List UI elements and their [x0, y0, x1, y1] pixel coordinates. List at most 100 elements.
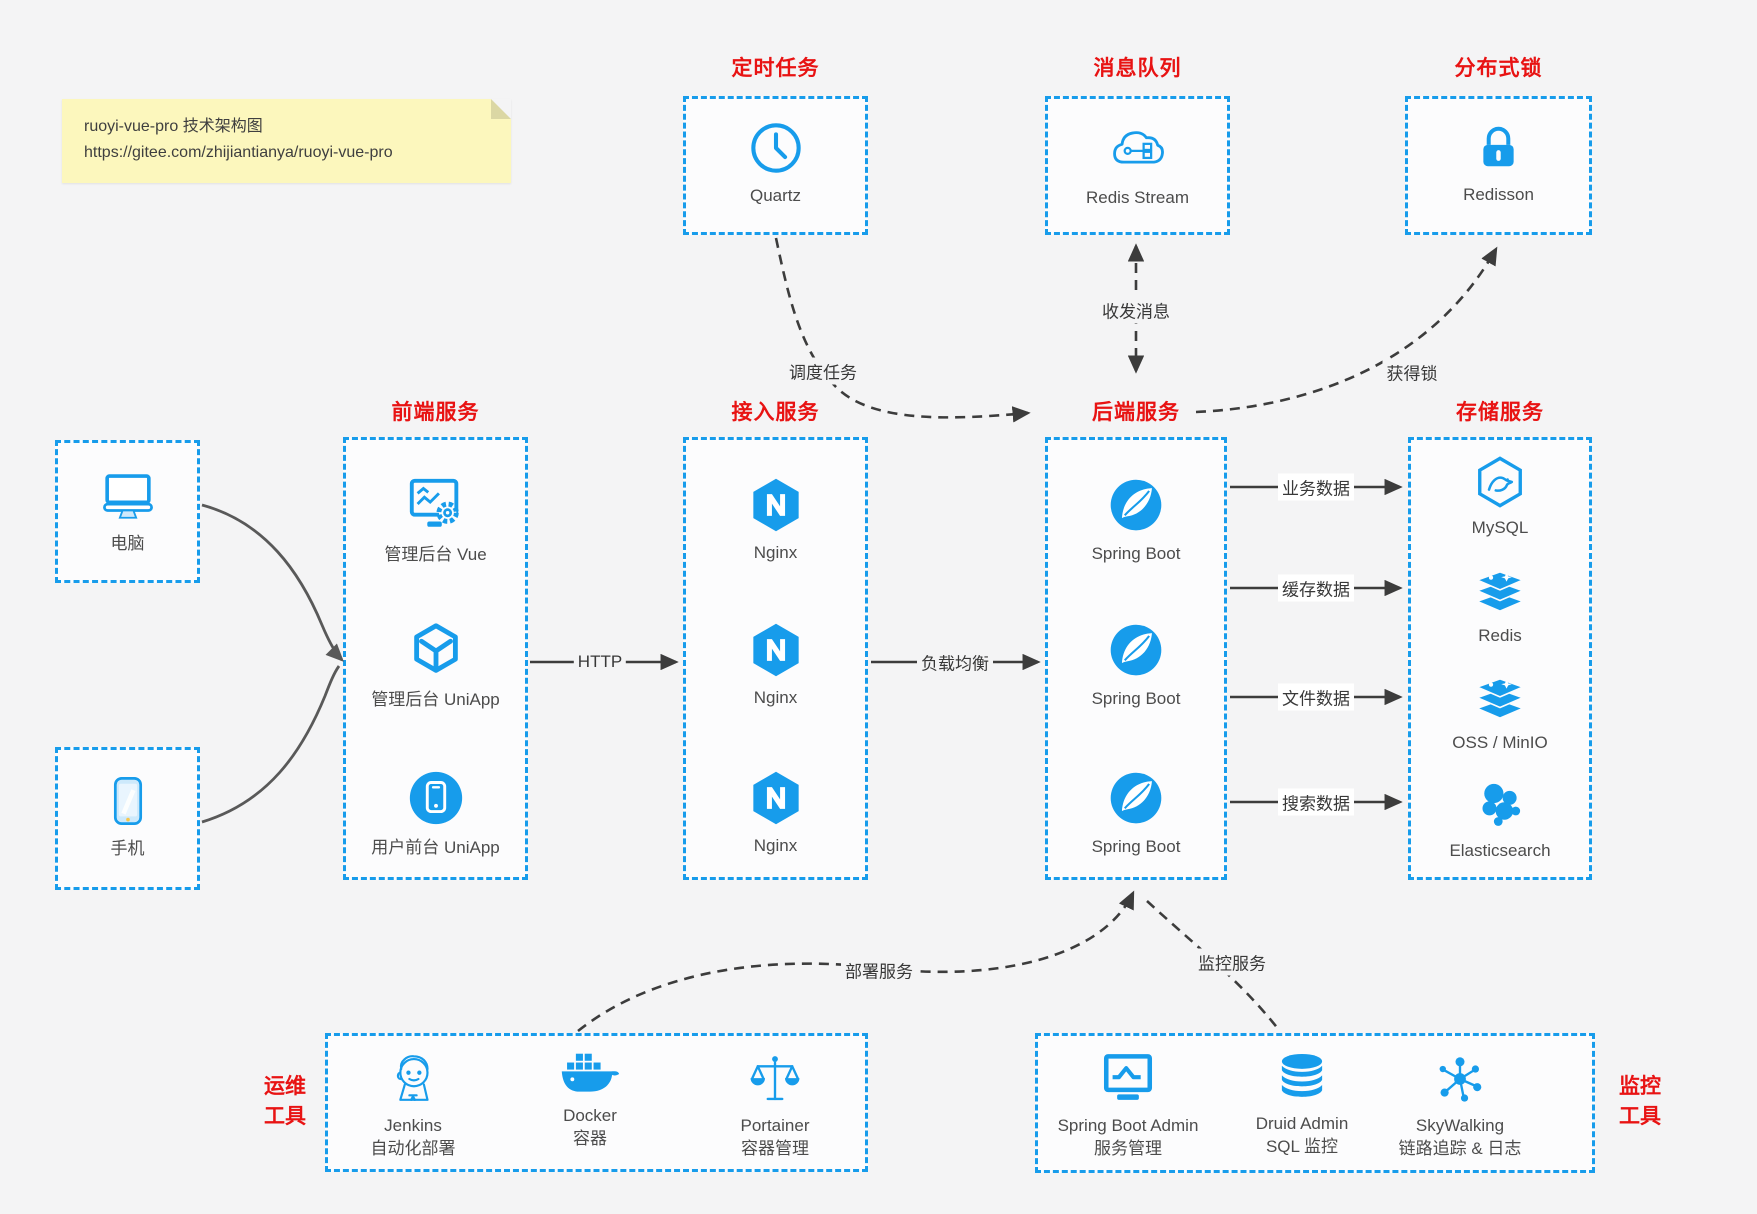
elasticsearch-cluster-icon [1472, 776, 1528, 832]
cluster-computer: 电脑 [55, 440, 200, 583]
node-label: Spring Boot [1091, 837, 1181, 856]
admin-dashboard-gear-icon [405, 474, 467, 536]
tool-name: Druid Admin [1255, 1114, 1349, 1133]
cluster-backend: Spring Boot Spring Boot Spring Boot [1045, 437, 1227, 880]
redis-stream-node: Redis Stream [1048, 119, 1227, 209]
node-label: 管理后台 UniApp [371, 690, 500, 709]
jenkins-node: Jenkins 自动化部署 [328, 1050, 498, 1160]
admin-vue-node: 管理后台 Vue [346, 474, 525, 566]
ops-title-line2: 工具 [264, 1105, 306, 1128]
docker-whale-icon [560, 1050, 620, 1098]
edge-label-schedule: 调度任务 [785, 357, 861, 385]
jenkins-icon [384, 1050, 442, 1108]
elasticsearch-node: Elasticsearch [1411, 776, 1589, 862]
node-label: Spring Boot Admin 服务管理 [1058, 1114, 1199, 1160]
nginx-node: Nginx [686, 621, 865, 709]
node-label: 手机 [110, 839, 145, 858]
spring-boot-icon [1106, 620, 1166, 680]
tool-name: SkyWalking [1415, 1116, 1505, 1135]
spring-boot-node: Spring Boot [1048, 768, 1224, 858]
clock-icon [747, 119, 805, 177]
tool-desc: 链路追踪 & 日志 [1398, 1139, 1522, 1158]
redisson-node: Redisson [1408, 119, 1589, 206]
portainer-node: Portainer 容器管理 [690, 1050, 860, 1160]
network-graph-icon [1431, 1050, 1489, 1108]
solid-flow-arrows [530, 478, 1403, 811]
edge-label-biz-data: 业务数据 [1278, 473, 1354, 501]
cluster-title-ops-tools: 运维 工具 [245, 1072, 325, 1132]
node-label: Druid Admin SQL 监控 [1256, 1112, 1349, 1158]
node-label: Portainer 容器管理 [741, 1114, 810, 1160]
edge-label-http: HTTP [573, 651, 627, 673]
skywalking-node: SkyWalking 链路追踪 & 日志 [1360, 1050, 1560, 1160]
database-cylinder-icon [1274, 1050, 1330, 1106]
object-storage-stack-icon [1473, 673, 1527, 724]
tool-desc: 容器 [572, 1129, 607, 1148]
node-label: Elasticsearch [1449, 841, 1551, 860]
spring-boot-icon [1106, 475, 1166, 535]
tool-desc: 自动化部署 [370, 1139, 456, 1158]
nginx-icon [747, 476, 805, 534]
cluster-title-monitor-tools: 监控 工具 [1600, 1072, 1680, 1132]
node-label: OSS / MinIO [1452, 733, 1548, 752]
tool-name: Portainer [740, 1116, 810, 1135]
node-label: Redisson [1463, 185, 1534, 204]
cluster-title-distributed-lock: 分布式锁 [1454, 57, 1543, 80]
cloud-stream-icon [1108, 119, 1168, 179]
cluster-scheduled-job: Quartz [683, 96, 868, 235]
lock-icon [1470, 119, 1527, 176]
quartz-node: Quartz [686, 119, 865, 207]
desktop-computer-icon [99, 467, 157, 525]
oss-minio-node: OSS / MinIO [1411, 673, 1589, 754]
edge-label-cache-data: 缓存数据 [1278, 574, 1354, 602]
monitor-chart-icon [1099, 1050, 1157, 1108]
edge-label-monitoring: 监控服务 [1194, 948, 1270, 976]
redis-node: Redis [1411, 566, 1589, 647]
edge-label-file-data: 文件数据 [1278, 683, 1354, 711]
node-label: Nginx [753, 543, 798, 562]
tool-name: Spring Boot Admin [1057, 1116, 1199, 1135]
mysql-node: MySQL [1411, 455, 1589, 539]
node-label: 电脑 [110, 534, 145, 553]
cluster-distributed-lock: Redisson [1405, 96, 1592, 235]
node-label: MySQL [1471, 518, 1529, 537]
tool-desc: SQL 监控 [1265, 1137, 1339, 1156]
node-label: Nginx [753, 836, 798, 855]
cluster-title-backend: 后端服务 [1092, 401, 1180, 424]
cluster-ops-tools: Jenkins 自动化部署 Docker 容器 [325, 1033, 868, 1172]
node-label: Docker 容器 [563, 1104, 617, 1150]
node-label: Spring Boot [1091, 544, 1181, 563]
tool-name: Docker [563, 1106, 617, 1125]
mysql-icon [1473, 455, 1527, 509]
edge-label-message: 收发消息 [1098, 296, 1174, 324]
nginx-icon [747, 769, 805, 827]
cluster-monitor-tools: Spring Boot Admin 服务管理 Druid Admin SQL 监… [1035, 1033, 1595, 1173]
druid-admin-node: Druid Admin SQL 监控 [1202, 1050, 1402, 1158]
node-label: Spring Boot [1091, 689, 1181, 708]
spring-boot-icon [1106, 768, 1166, 828]
edge-label-acquire-lock: 获得锁 [1382, 358, 1442, 386]
phone-node: 手机 [58, 772, 197, 860]
portainer-scales-icon [746, 1050, 804, 1108]
cluster-title-storage: 存储服务 [1456, 401, 1544, 424]
monitor-title-line1: 监控 [1619, 1075, 1661, 1098]
tool-desc: 服务管理 [1094, 1139, 1162, 1158]
spring-boot-node: Spring Boot [1048, 620, 1224, 710]
user-uniapp-node: 用户前台 UniApp [346, 767, 525, 859]
edge-label-load-balance: 负载均衡 [917, 648, 993, 676]
sticky-note: ruoyi-vue-pro 技术架构图 https://gitee.com/zh… [62, 99, 511, 183]
cluster-gateway: Nginx Nginx Nginx [683, 437, 868, 880]
edge-label-deploy: 部署服务 [841, 956, 917, 984]
cluster-title-frontend: 前端服务 [391, 401, 480, 424]
nginx-icon [747, 621, 805, 679]
cluster-title-gateway: 接入服务 [731, 401, 820, 424]
docker-node: Docker 容器 [505, 1050, 675, 1150]
node-label: Redis [1478, 626, 1522, 645]
node-label: 用户前台 UniApp [371, 838, 500, 857]
node-label: Redis Stream [1086, 188, 1189, 207]
tool-desc: 容器管理 [740, 1139, 809, 1158]
monitor-title-line2: 工具 [1619, 1105, 1661, 1128]
cluster-message-queue: Redis Stream [1045, 96, 1230, 235]
note-title: ruoyi-vue-pro 技术架构图 [84, 118, 263, 135]
